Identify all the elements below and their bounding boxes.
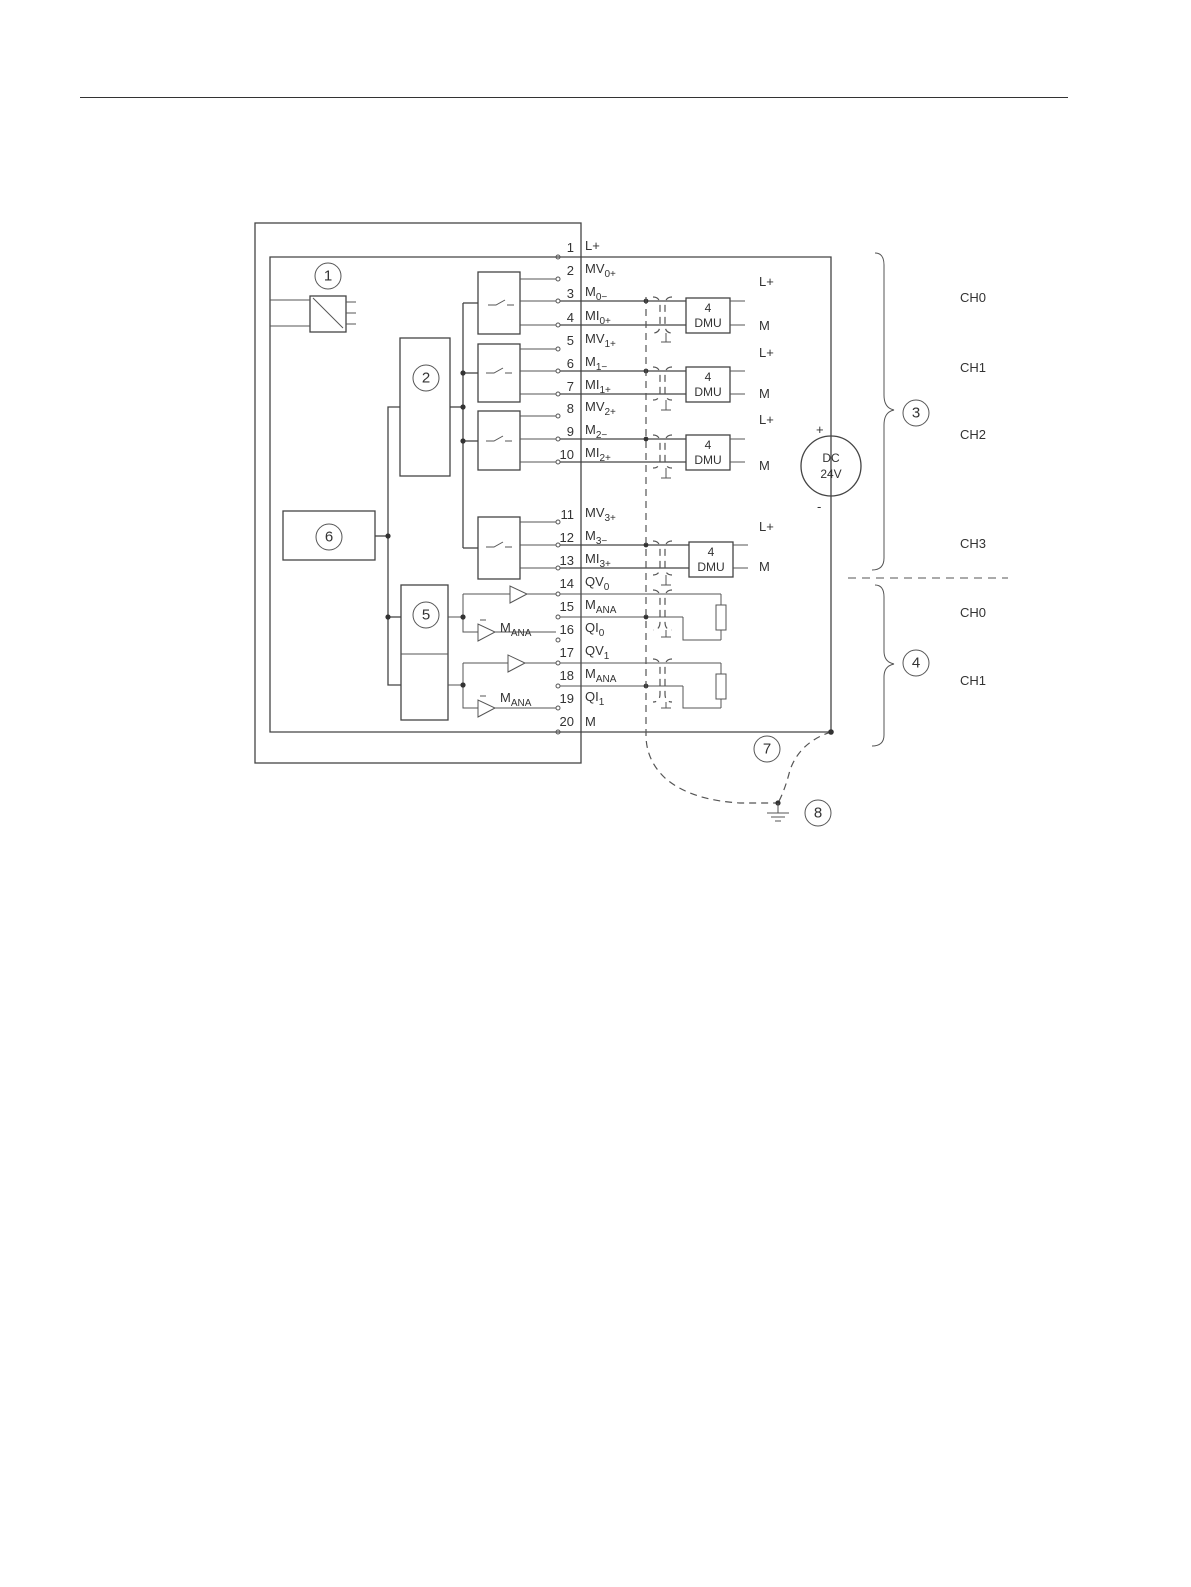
terminal-label: M3− [585, 528, 607, 547]
switch-block-ch2 [478, 411, 520, 470]
switch-block-ch3 [478, 517, 520, 579]
callout-5: 5 [422, 607, 430, 624]
input-channel-label: CH2 [960, 427, 986, 442]
terminal-number: 4 [567, 310, 574, 325]
output-channel-label: CH1 [960, 673, 986, 688]
supply-label-voltage: 24V [820, 467, 841, 481]
callout-6: 6 [325, 529, 333, 546]
transducer-number: 4 [708, 545, 715, 559]
multiplexer-block [400, 338, 450, 476]
callout-8: 8 [814, 805, 822, 822]
terminal-label: M0− [585, 284, 607, 303]
terminal-label: MANA [585, 597, 617, 616]
terminal-number: 15 [560, 599, 574, 614]
transducer-number: 4 [705, 370, 712, 384]
terminal-label: MANA [585, 666, 617, 685]
output-channel-label: CH0 [960, 605, 986, 620]
internal-supply-loop [270, 257, 560, 732]
terminal-label: MI0+ [585, 308, 611, 327]
terminal-label: M1− [585, 354, 607, 373]
transducer-number: 4 [705, 438, 712, 452]
switch-block-ch1 [478, 344, 520, 402]
transducer-lplus-label: L+ [759, 274, 774, 289]
ground-icon [767, 803, 789, 821]
transducer-name: DMU [694, 316, 721, 330]
terminal-label: QI1 [585, 689, 605, 708]
terminal-label: QI0 [585, 620, 605, 639]
transducer-m-label: M [759, 318, 770, 333]
terminal-label: M [585, 714, 596, 729]
terminal-number: 2 [567, 263, 574, 278]
terminal-label: MV1+ [585, 331, 616, 350]
callout-4: 4 [912, 655, 920, 672]
terminal-label: QV1 [585, 643, 610, 662]
transducer-name: DMU [697, 560, 724, 574]
supply-label-dc: DC [822, 451, 840, 465]
terminal-number: 16 [560, 622, 574, 637]
callout-3: 3 [912, 405, 920, 422]
transducer-lplus-label: L+ [759, 412, 774, 427]
supply-minus-label: - [817, 499, 821, 514]
transducer-m-label: M [759, 386, 770, 401]
terminal-label: MV3+ [585, 505, 616, 524]
terminal-label: MI2+ [585, 445, 611, 464]
output-brace [872, 585, 894, 746]
terminal-number: 8 [567, 401, 574, 416]
terminal-number: 17 [560, 645, 574, 660]
terminal-number: 9 [567, 424, 574, 439]
input-channel-label: CH3 [960, 536, 986, 551]
switch-block-ch0 [478, 272, 520, 334]
callout-7: 7 [763, 741, 771, 758]
terminal-number: 7 [567, 379, 574, 394]
input-channel-label: CH1 [960, 360, 986, 375]
isolator-block [310, 296, 346, 332]
module-outline [255, 223, 581, 763]
terminal-number: 18 [560, 668, 574, 683]
terminal-number: 6 [567, 356, 574, 371]
callout-1: 1 [324, 268, 332, 285]
inner-mana-label: MANA [500, 690, 532, 709]
input-channel-label: CH0 [960, 290, 986, 305]
transducer-name: DMU [694, 385, 721, 399]
input-brace [872, 253, 894, 570]
terminal-number: 14 [560, 576, 574, 591]
terminal-number: 13 [560, 553, 574, 568]
terminal-label: MV0+ [585, 261, 616, 280]
transducer-m-label: M [759, 559, 770, 574]
load-resistor-ch1 [716, 674, 726, 699]
terminal-label: MI1+ [585, 377, 611, 396]
terminal-label: MV2+ [585, 399, 616, 418]
cable-shields [653, 297, 672, 708]
dac-block [401, 585, 448, 720]
transducer-m-label: M [759, 458, 770, 473]
transducer-lplus-label: L+ [759, 345, 774, 360]
terminal-number: 5 [567, 333, 574, 348]
terminal-label: MI3+ [585, 551, 611, 570]
terminal-label: L+ [585, 238, 600, 253]
terminal-number: 11 [561, 507, 575, 522]
transducer-name: DMU [694, 453, 721, 467]
terminal-number: 19 [560, 691, 574, 706]
terminal-number: 10 [560, 447, 574, 462]
transducer-number: 4 [705, 301, 712, 315]
callout-2: 2 [422, 370, 430, 387]
terminal-number: 1 [567, 240, 574, 255]
terminal-label: QV0 [585, 574, 610, 593]
terminal-number: 12 [560, 530, 574, 545]
supply-plus-label: + [816, 422, 824, 437]
terminal-number: 3 [567, 286, 574, 301]
terminal-number: 20 [560, 714, 574, 729]
inner-mana-label: MANA [500, 620, 532, 639]
transducer-lplus-label: L+ [759, 519, 774, 534]
load-resistor-ch0 [716, 605, 726, 630]
terminal-label: M2− [585, 422, 607, 441]
